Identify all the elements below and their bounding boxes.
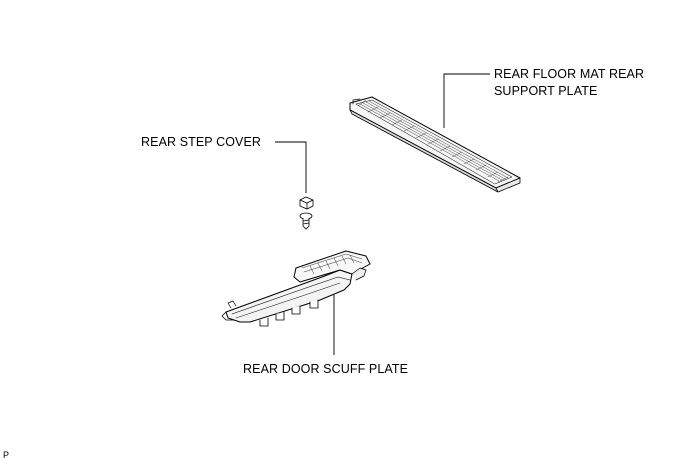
label-rear-door-scuff-plate: REAR DOOR SCUFF PLATE — [243, 362, 409, 376]
label-rear-floor-mat-line2: SUPPORT PLATE — [494, 84, 598, 98]
rear-step-cover-screw — [299, 212, 313, 230]
rear-step-cover-clip — [299, 196, 314, 210]
label-rear-floor-mat-line1: REAR FLOOR MAT REAR — [494, 67, 645, 81]
rear-floor-mat-support-plate — [349, 96, 521, 193]
footer-code: P — [3, 450, 10, 460]
rear-door-scuff-plate — [221, 250, 371, 327]
leader-line-step-cover — [275, 141, 307, 193]
label-rear-step-cover: REAR STEP COVER — [141, 135, 262, 149]
leader-line-floor-mat — [443, 73, 490, 128]
